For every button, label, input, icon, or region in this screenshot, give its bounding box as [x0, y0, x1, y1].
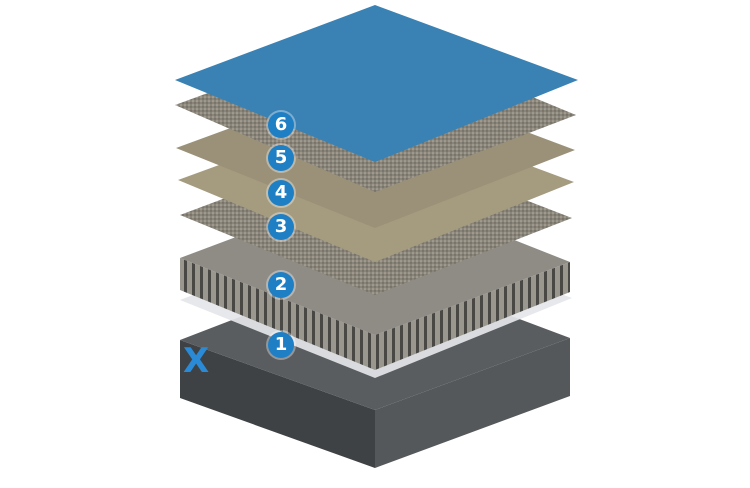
- marker-5: 5: [268, 145, 294, 171]
- top-carpet-layer: [175, 5, 578, 162]
- marker-2: 2: [268, 272, 294, 298]
- marker-3: 3: [268, 214, 294, 240]
- marker-6: 6: [268, 112, 294, 138]
- marker-1: 1: [268, 332, 294, 358]
- base-x-mark: X: [183, 341, 210, 381]
- marker-4: 4: [268, 180, 294, 206]
